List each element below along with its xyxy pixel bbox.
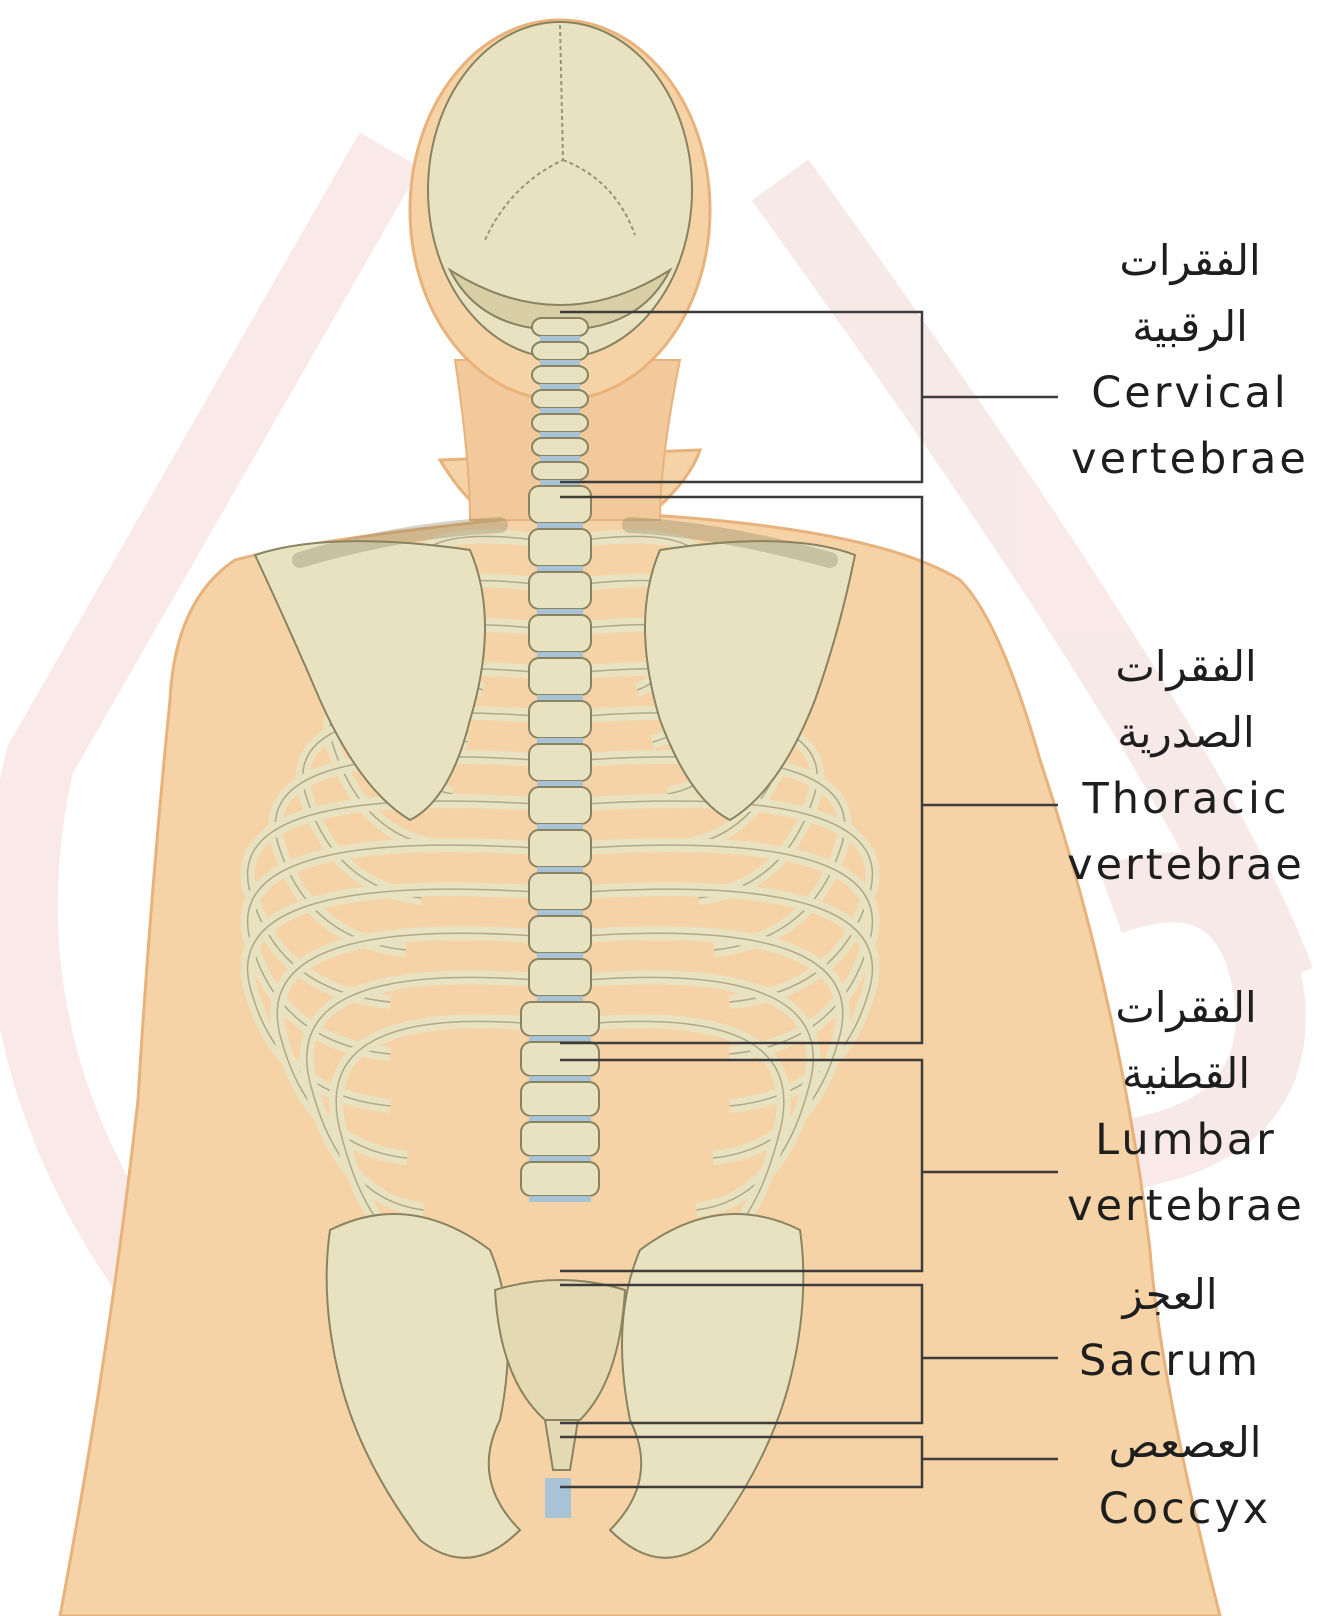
vertebral-column <box>521 318 599 1202</box>
cervical-vertebra <box>532 462 588 480</box>
thoracic-vertebra <box>529 744 591 781</box>
lumbar-vertebra <box>521 1002 599 1036</box>
thoracic-label-ar-1: الفقرات <box>1046 634 1326 700</box>
thoracic-vertebra <box>529 572 591 609</box>
lumbar-label: الفقرات القطنية Lumbar vertebrae <box>1046 975 1326 1239</box>
cervical-label-ar-2: الرقبية <box>1050 294 1330 360</box>
thoracic-vertebra <box>529 615 591 652</box>
cervical-vertebra <box>532 366 588 384</box>
cervical-label: الفقرات الرقبية Cervical vertebrae <box>1050 228 1330 492</box>
lumbar-vertebra <box>521 1082 599 1116</box>
cervical-vertebra <box>532 342 588 360</box>
thoracic-vertebra <box>529 916 591 953</box>
intervertebral-disc <box>529 1196 591 1202</box>
thoracic-vertebra <box>529 701 591 738</box>
thoracic-label-en-1: Thoracic <box>1046 766 1326 832</box>
cervical-label-ar-1: الفقرات <box>1050 228 1330 294</box>
cervical-label-en-1: Cervical <box>1050 360 1330 426</box>
lumbar-label-en-2: vertebrae <box>1046 1173 1326 1239</box>
thoracic-label-en-2: vertebrae <box>1046 832 1326 898</box>
thoracic-label: الفقرات الصدرية Thoracic vertebrae <box>1046 634 1326 898</box>
thoracic-vertebra <box>529 658 591 695</box>
thoracic-label-ar-2: الصدرية <box>1046 700 1326 766</box>
cervical-vertebra <box>532 390 588 408</box>
thoracic-vertebra <box>529 959 591 996</box>
thoracic-vertebra <box>529 529 591 566</box>
coccyx-label: العصعص Coccyx <box>1050 1410 1320 1542</box>
thoracic-vertebra <box>529 873 591 910</box>
thoracic-vertebra <box>529 787 591 824</box>
sacrum-label-ar: العجز <box>1040 1262 1300 1328</box>
sacrum-label-en: Sacrum <box>1040 1328 1300 1394</box>
thoracic-vertebra <box>529 486 591 523</box>
lumbar-label-en-1: Lumbar <box>1046 1107 1326 1173</box>
coccyx-label-ar: العصعص <box>1050 1410 1320 1476</box>
lumbar-vertebra <box>521 1162 599 1196</box>
thoracic-vertebra <box>529 830 591 867</box>
cervical-vertebra <box>532 438 588 456</box>
cervical-vertebra <box>532 414 588 432</box>
sacrum-label: العجز Sacrum <box>1040 1262 1300 1394</box>
lumbar-label-ar-1: الفقرات <box>1046 975 1326 1041</box>
lumbar-label-ar-2: القطنية <box>1046 1041 1326 1107</box>
coccyx-label-en: Coccyx <box>1050 1476 1320 1542</box>
cervical-label-en-2: vertebrae <box>1050 426 1330 492</box>
pubic-cartilage <box>545 1478 571 1518</box>
lumbar-vertebra <box>521 1122 599 1156</box>
cervical-vertebra <box>532 318 588 336</box>
